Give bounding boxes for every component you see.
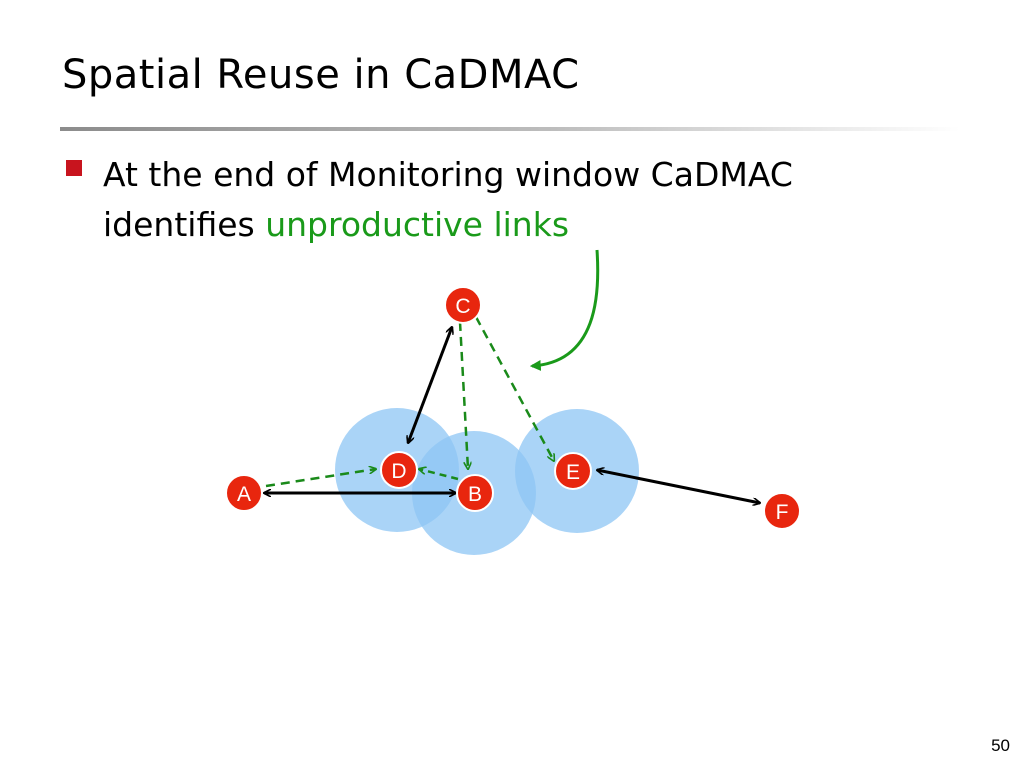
links <box>264 316 760 503</box>
node-e: E <box>554 452 592 490</box>
bullet-text: At the end of Monitoring window CaDMAC i… <box>103 150 923 250</box>
node-f: F <box>763 492 801 530</box>
link-c-e <box>474 316 554 461</box>
bullet-highlight-text: unproductive links <box>265 205 570 244</box>
link-a-d <box>265 469 376 488</box>
node-b: B <box>456 474 494 512</box>
page-number: 50 <box>991 736 1010 755</box>
bullet-square-icon <box>66 160 82 176</box>
node-label-f: F <box>776 501 789 524</box>
node-label-c: C <box>455 295 470 318</box>
node-label-b: B <box>468 483 482 506</box>
node-label-d: D <box>391 460 406 483</box>
node-c: C <box>444 286 482 324</box>
callout-arrow <box>529 249 600 371</box>
link-c-b <box>458 321 468 469</box>
node-label-a: A <box>237 483 251 506</box>
slide-title: Spatial Reuse in CaDMAC <box>62 52 580 98</box>
link-e-f <box>597 470 760 503</box>
nodes: C D E A B F <box>225 286 801 530</box>
link-c-d <box>408 327 452 443</box>
node-label-e: E <box>566 461 580 484</box>
bullet-text-main: At the end of Monitoring window CaDMAC i… <box>103 155 793 244</box>
link-b-d <box>419 469 459 481</box>
node-a: A <box>225 474 263 512</box>
title-divider <box>60 127 960 131</box>
node-d: D <box>380 451 418 489</box>
